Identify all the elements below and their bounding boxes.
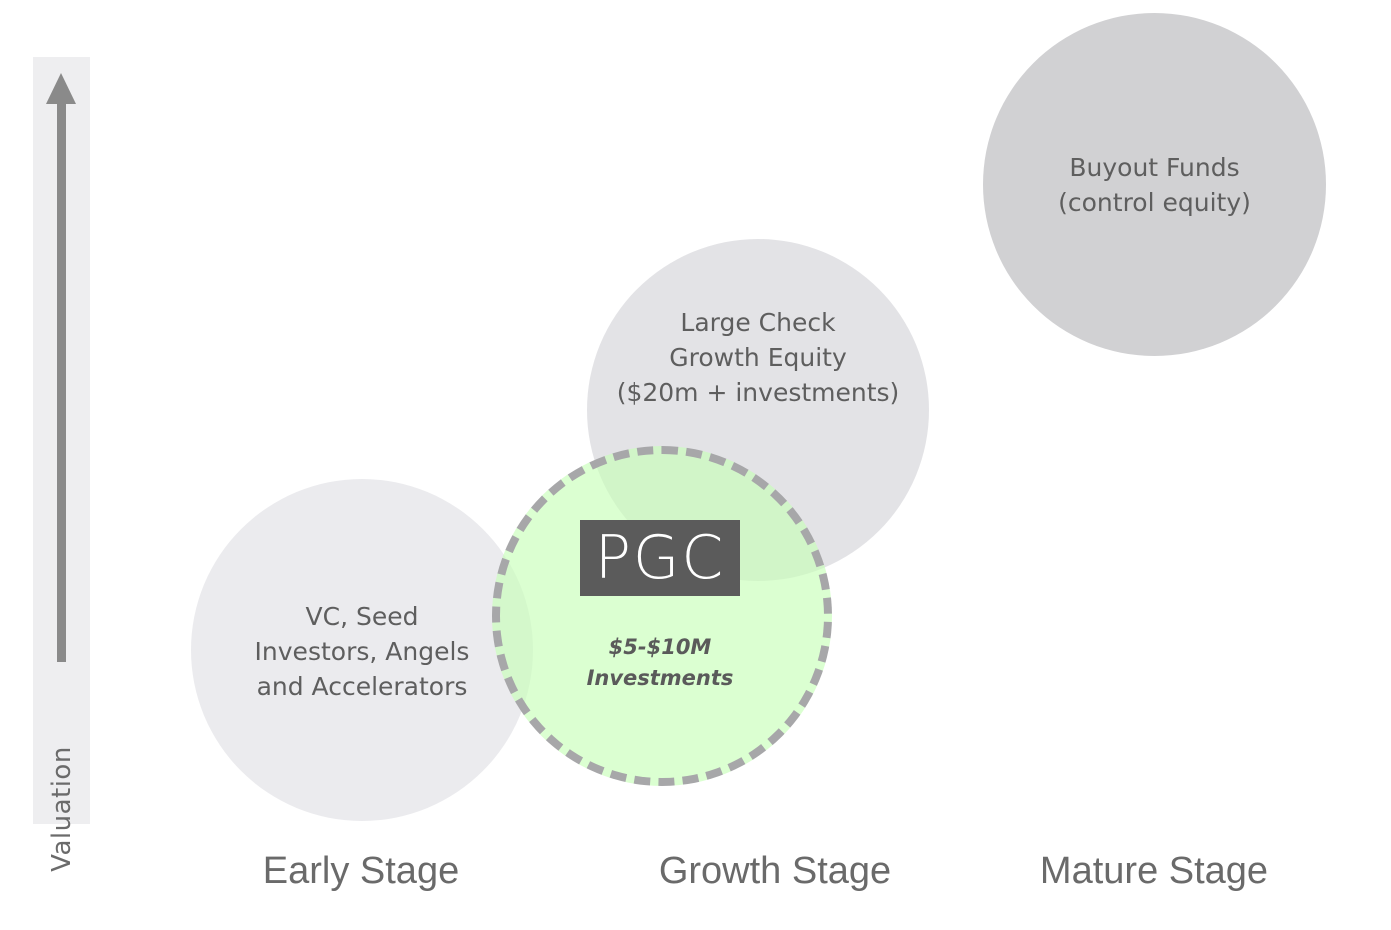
bubble-early-text: VC, Seed Investors, Angels and Accelerat…: [254, 601, 470, 701]
stage-label-mature: Mature Stage: [1039, 850, 1269, 892]
bubble-early-stage-investors: VC, Seed Investors, Angels and Accelerat…: [191, 479, 533, 821]
pgc-investment-amount: $5-$10M Investments: [586, 635, 734, 690]
pgc-highlight-circle: [492, 446, 832, 786]
valuation-axis: Valuation: [33, 57, 90, 872]
stage-label-early: Early Stage: [262, 850, 460, 892]
stage-label-growth: Growth Stage: [658, 850, 892, 892]
bubble-growth-text: Large Check Growth Equity ($20m + invest…: [616, 307, 900, 407]
pgc-logo: PGC: [580, 520, 740, 596]
bubble-buyout-text: Buyout Funds (control equity): [1058, 152, 1251, 217]
arrow-shaft: [57, 97, 66, 662]
valuation-label: Valuation: [47, 746, 77, 872]
bubble-large-check-growth: Large Check Growth Equity ($20m + invest…: [587, 239, 929, 581]
bubble-buyout-funds: Buyout Funds (control equity): [983, 13, 1326, 356]
